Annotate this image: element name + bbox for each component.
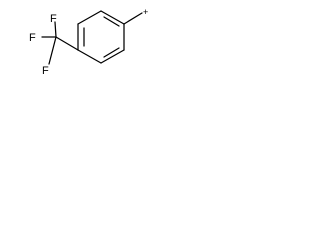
fluorine-label-top: F — [50, 13, 57, 25]
ring-bond-bottom-left — [77, 49, 102, 64]
positive-charge-label: + — [143, 7, 148, 17]
bond-ring-to-methylium — [123, 12, 143, 25]
ring-inner-double-bond-bottom — [103, 47, 120, 58]
ring-bond-top-left — [77, 10, 102, 25]
fluorine-label-bottom: F — [42, 65, 49, 77]
ring-bond-top-right — [100, 10, 125, 25]
bond-c-f-bottom — [48, 36, 57, 65]
bond-c-f-top — [54, 21, 57, 38]
bond-ring-to-cf3-carbon — [55, 36, 79, 51]
ring-inner-double-bond-top — [103, 16, 120, 27]
chemical-structure: F F F + — [29, 7, 148, 77]
fluorine-label-left: F — [29, 32, 36, 44]
ring-bond-bottom-right — [100, 49, 125, 64]
